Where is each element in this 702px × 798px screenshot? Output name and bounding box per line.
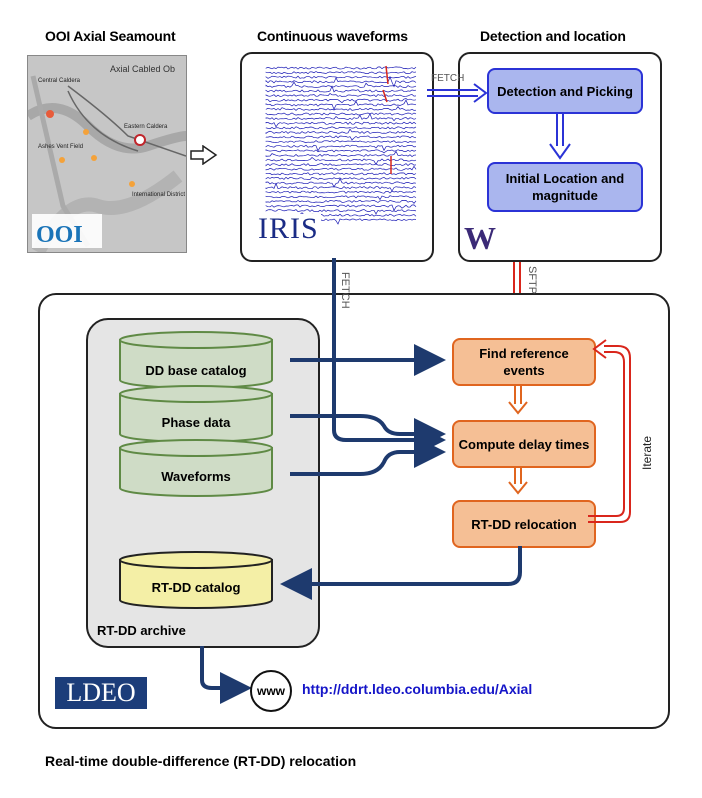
- waveform-trace: [265, 93, 417, 98]
- heading-detection: Detection and location: [480, 28, 626, 44]
- waveform-trace: [265, 135, 417, 141]
- waveform-trace: [265, 75, 417, 88]
- cylinder-label-rtdd-catalog: RT-DD catalog: [151, 580, 241, 595]
- compute-delay-box: Compute delay times: [452, 420, 596, 468]
- axial-url-link[interactable]: http://ddrt.ldeo.columbia.edu/Axial: [302, 681, 533, 697]
- fetch-top-label: FETCH: [431, 73, 465, 84]
- heading-waveforms: Continuous waveforms: [257, 28, 408, 44]
- www-icon: www: [250, 670, 292, 712]
- waveform-trace: [265, 199, 417, 204]
- map-graphic: Axial Cabled Ob Central Caldera Eastern …: [28, 56, 186, 252]
- waveform-trace: [265, 204, 417, 212]
- waveform-trace: [265, 85, 417, 93]
- waveform-trace: [265, 121, 417, 128]
- waveform-trace: [265, 150, 417, 157]
- waveform-trace: [265, 149, 417, 154]
- waveform-trace: [265, 71, 417, 75]
- ooi-map: Axial Cabled Ob Central Caldera Eastern …: [27, 55, 187, 253]
- waveform-trace: [265, 99, 417, 111]
- map-title: Axial Cabled Ob: [110, 64, 175, 74]
- waveform-trace: [265, 178, 417, 188]
- waveform-trace: [265, 75, 417, 79]
- sftp-label: SFTP: [526, 266, 538, 295]
- www-label: www: [256, 684, 285, 698]
- iterate-label: Iterate: [640, 435, 654, 470]
- map-label-eastern: Eastern Caldera: [124, 124, 168, 130]
- cylinder-phase-data: [119, 385, 273, 443]
- map-label-ashes: Ashes Vent Field: [38, 144, 83, 150]
- cylinder-label-phase: Phase data: [161, 415, 231, 430]
- archive-label: RT-DD archive: [97, 623, 186, 638]
- map-label-international: International District: [132, 192, 185, 198]
- waveform-trace: [265, 144, 417, 152]
- waveform-trace: [265, 66, 417, 70]
- heading-ooi: OOI Axial Seamount: [45, 28, 176, 44]
- fetch-vertical-label: FETCH: [339, 272, 351, 309]
- cylinder-dd-base: [119, 331, 273, 389]
- waveform-trace: [265, 126, 417, 130]
- waveform-trace: [265, 176, 417, 180]
- uw-logo: W: [464, 220, 496, 256]
- waveform-trace: [265, 182, 417, 192]
- waveform-trace: [265, 190, 417, 194]
- rtdd-relocation-box: RT-DD relocation: [452, 500, 596, 548]
- map-to-waveforms-arrow: [190, 145, 218, 165]
- initial-location-box: Initial Location and magnitude: [487, 162, 643, 212]
- waveform-trace: [265, 128, 417, 135]
- ldeo-logo: LDEO: [55, 677, 147, 709]
- caption: Real-time double-difference (RT-DD) relo…: [45, 753, 357, 769]
- cylinder-label-waveforms: Waveforms: [161, 469, 231, 484]
- cylinder-waveforms: [119, 439, 273, 497]
- event-marker: [382, 65, 392, 174]
- waveform-trace: [265, 209, 417, 215]
- cylinder-label-dd-base: DD base catalog: [145, 363, 247, 378]
- waveform-trace: [265, 81, 417, 88]
- ooi-logo: OOI: [36, 222, 83, 248]
- cylinder-rtdd-catalog: [119, 551, 273, 609]
- waveform-trace: [265, 98, 417, 104]
- map-label-central: Central Caldera: [38, 78, 81, 84]
- waveform-plot: [265, 65, 417, 225]
- waveform-trace: [265, 112, 417, 116]
- waveform-trace: [265, 140, 416, 144]
- waveform-trace: [265, 112, 417, 122]
- waveform-trace: [265, 195, 417, 201]
- waveform-trace: [265, 106, 417, 111]
- detection-picking-box: Detection and Picking: [487, 68, 643, 114]
- find-reference-box: Find reference events: [452, 338, 596, 386]
- iris-logo: IRIS: [256, 212, 321, 245]
